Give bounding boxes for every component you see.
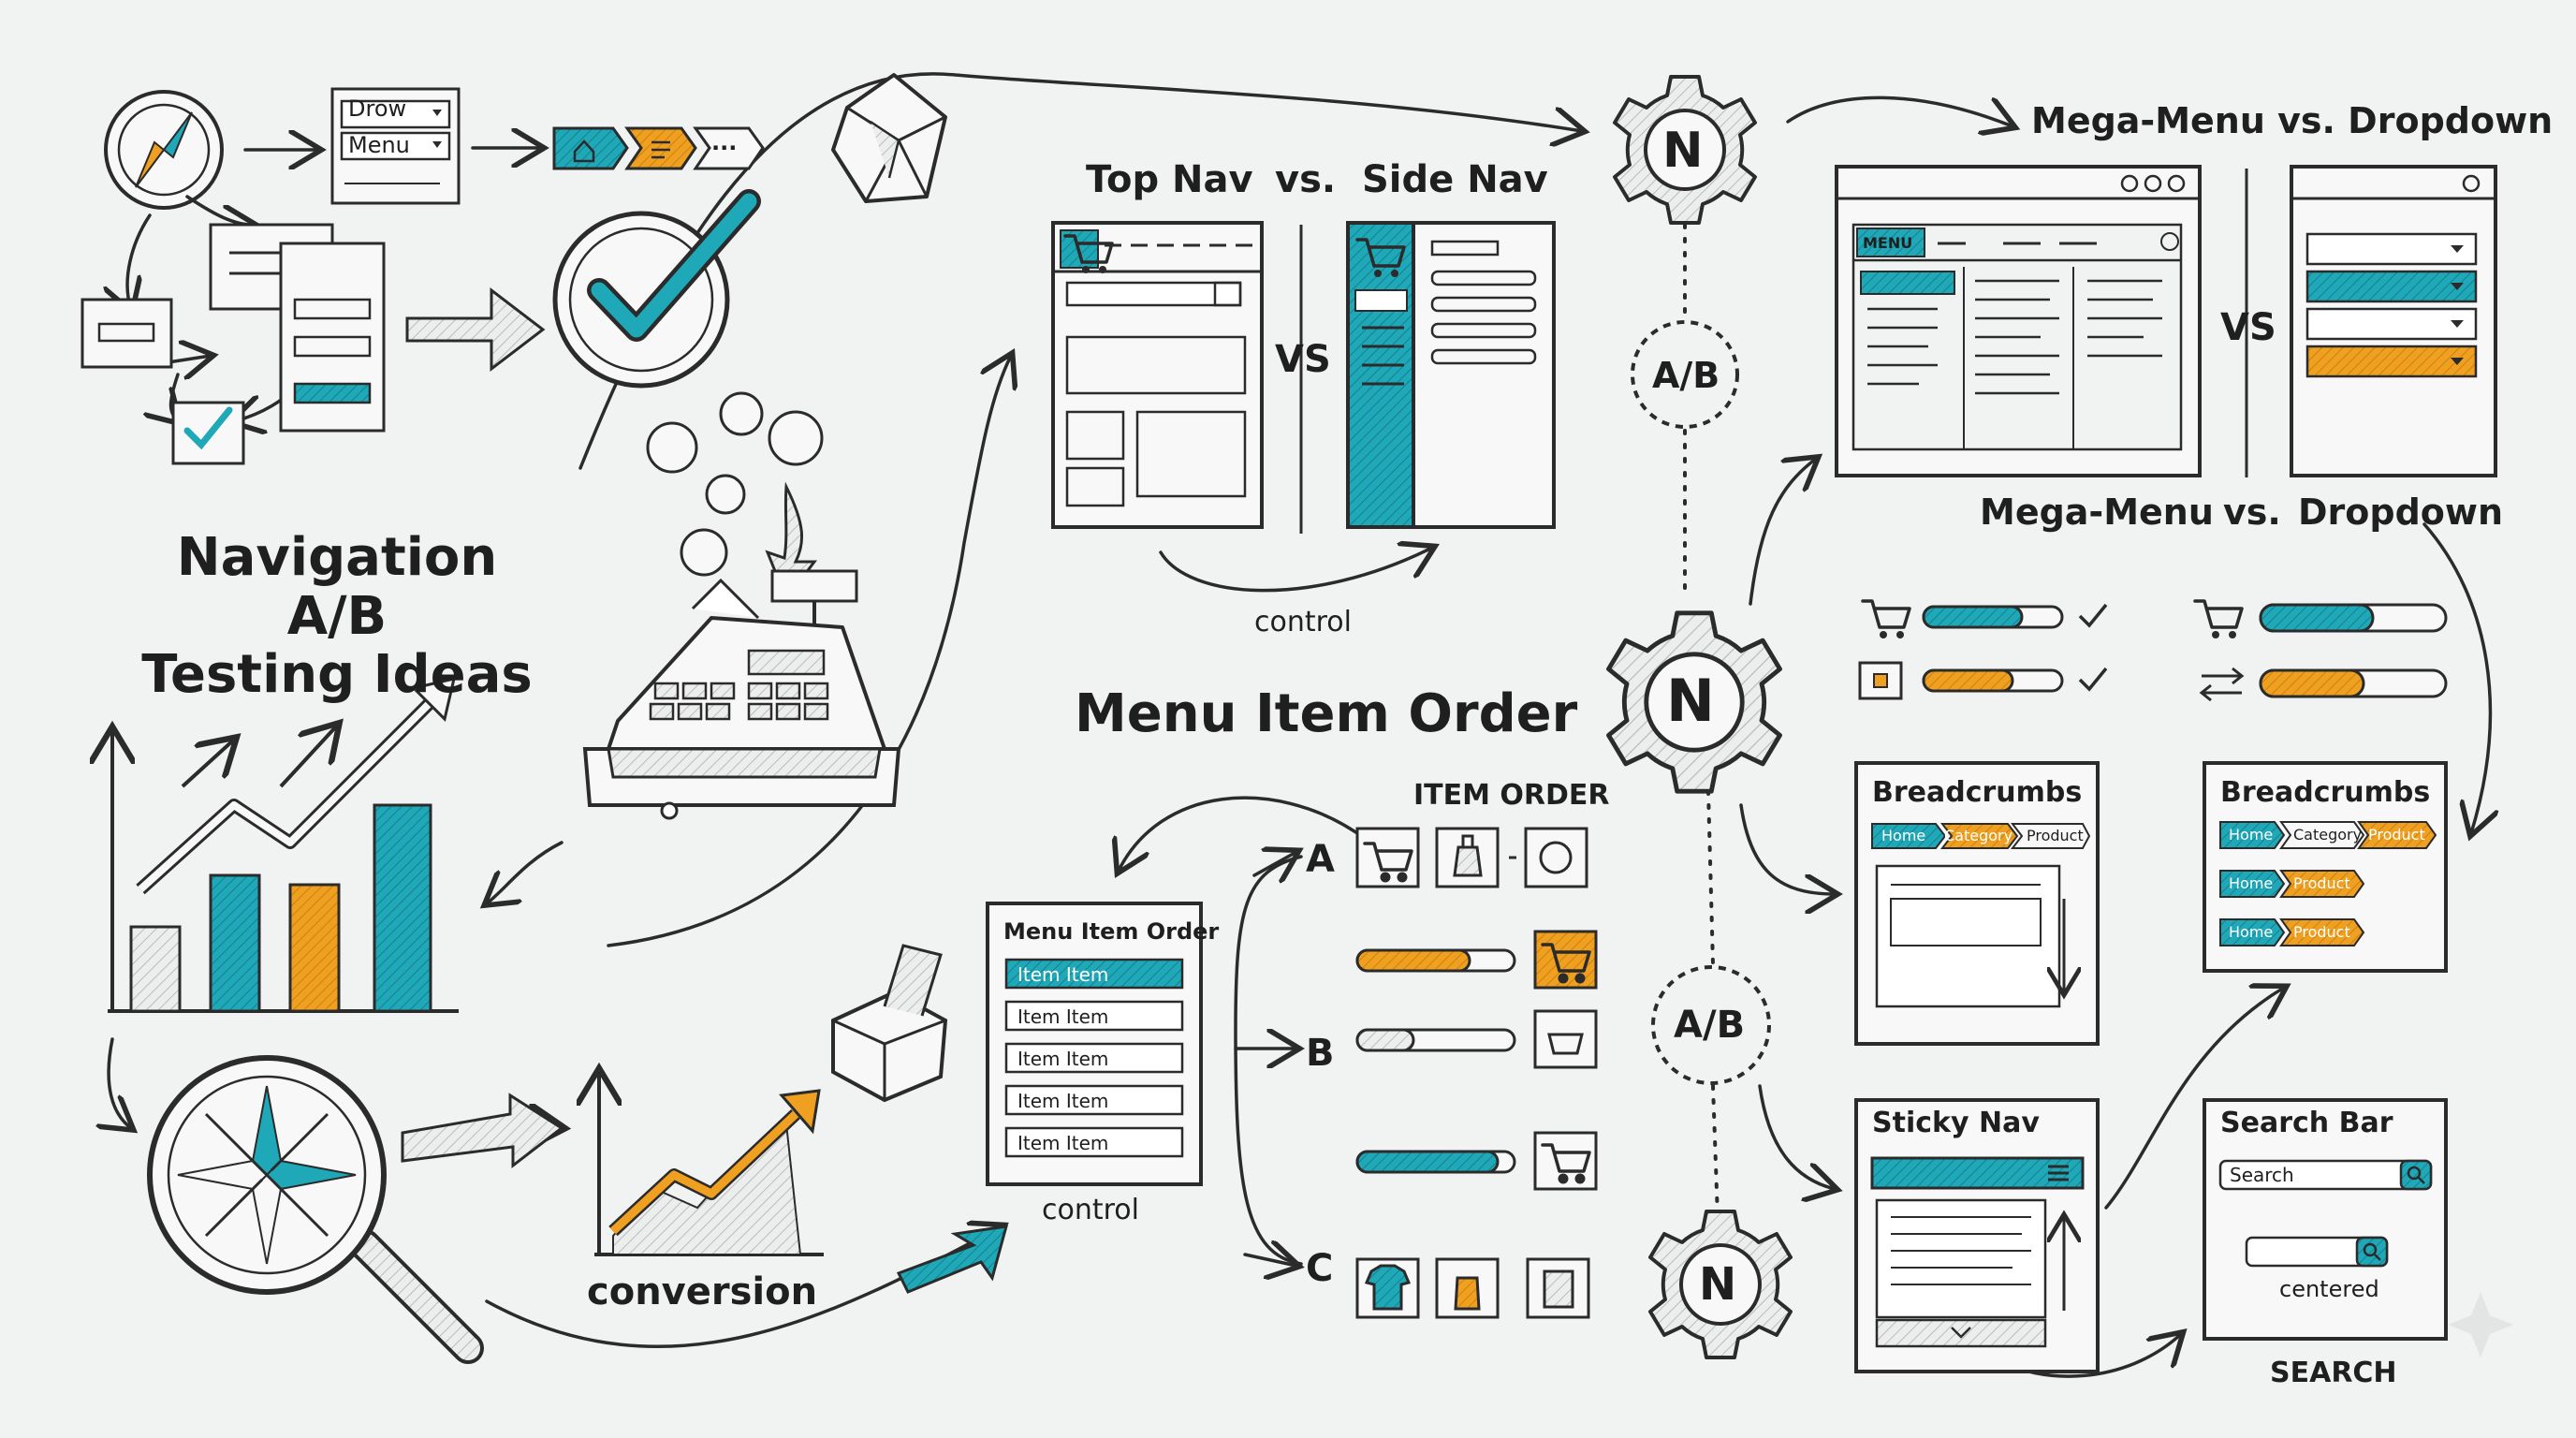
breadcrumbs-left-wireframe (1854, 761, 2100, 1046)
ab-label-1: A/B (1652, 355, 1720, 396)
item-order-variants (1355, 827, 1598, 1319)
search-bar-title: Search Bar (2220, 1107, 2393, 1139)
menu-item-4: Item Item (1017, 1090, 1109, 1112)
bc-right-row3-home: Home (2229, 923, 2274, 941)
compass-icon (104, 90, 224, 210)
bc-right-product: Product (2368, 826, 2425, 844)
gear-letter-3: N (1699, 1258, 1737, 1311)
gear-letter-1: N (1662, 123, 1704, 179)
sticky-nav-wireframe (1854, 1098, 2100, 1373)
menu-item-order-card (986, 902, 1203, 1186)
ab-label-2: A/B (1674, 1004, 1746, 1047)
dropdown-label-b: Menu (348, 132, 410, 158)
coin-icon (646, 391, 824, 603)
menu-item-1: Item Item (1017, 963, 1109, 986)
bc-left-category: Category (1944, 827, 2013, 844)
mega-dropdown-title: Mega-Menu vs. Dropdown (2031, 100, 2554, 141)
breadcrumbs-right-title: Breadcrumbs (2220, 776, 2431, 809)
big-arrow-right-2 (401, 1093, 564, 1169)
growth-bar-chart (108, 676, 459, 1013)
mega-menu-caption: Mega-Menu (1980, 492, 2214, 533)
variant-c: C (1306, 1247, 1334, 1290)
bc-left-product: Product (2027, 827, 2084, 844)
variant-a: A (1306, 838, 1335, 881)
gift-icon (1858, 661, 1903, 700)
breadcrumbs-left-title: Breadcrumbs (1872, 776, 2083, 809)
mega-menu-wireframe (1835, 165, 2202, 477)
breadcrumb-sketch (552, 126, 765, 170)
dropdown-sketch (330, 87, 461, 205)
mega-vs-caption: vs. (2223, 492, 2281, 533)
bc-right-row2-home: Home (2229, 874, 2274, 892)
bc-right-row2-product: Product (2293, 874, 2350, 892)
comparison-bars (1858, 599, 2448, 702)
flow-cards (80, 223, 386, 465)
conversion-label: conversion (587, 1270, 818, 1313)
top-nav-title: Top Nav (1086, 158, 1253, 201)
bc-right-home: Home (2229, 826, 2274, 844)
menu-item-2: Item Item (1017, 1005, 1109, 1028)
top-vs-side-vs-center: VS (1275, 338, 1331, 381)
centered-label: centered (2279, 1276, 2379, 1302)
ab-bubble-2 (1651, 965, 1771, 1085)
mega-dropdown-vs-center: VS (2220, 306, 2276, 349)
breadcrumbs-right-wireframe (2203, 761, 2448, 973)
sparkle-icon (2448, 1292, 2513, 1357)
dropdown-caption: Dropdown (2298, 492, 2504, 533)
menu-item-order-card-title: Menu Item Order (1003, 918, 1220, 945)
cube-icon (831, 73, 947, 203)
tshirt-icon (1364, 1264, 1412, 1311)
box-icon (831, 944, 948, 1103)
bc-left-home: Home (1881, 827, 1926, 844)
search-footer-label: SEARCH (2270, 1357, 2397, 1389)
bc-right-row3-product: Product (2293, 923, 2350, 941)
swap-arrows-icon (2199, 667, 2245, 702)
conversion-chart (594, 1072, 824, 1256)
gear-letter-2: N (1666, 667, 1715, 735)
control-label-nav: control (1254, 606, 1352, 638)
menu-item-5: Item Item (1017, 1132, 1109, 1154)
teal-arrow (896, 1225, 1009, 1294)
mega-menu-tag: MENU (1863, 234, 1913, 252)
side-nav-wireframe (1346, 221, 1556, 529)
sticky-nav-title: Sticky Nav (1872, 1107, 2040, 1139)
menu-item-order-heading: Menu Item Order (1075, 683, 1578, 744)
search-placeholder: Search (2230, 1164, 2294, 1186)
dropdown-label-a: Drow (348, 95, 407, 122)
checkmark-icon (552, 189, 761, 389)
dropdown-wireframe (2290, 165, 2497, 477)
search-bar-wireframe (2203, 1098, 2448, 1341)
ab-bubble-1 (1631, 320, 1739, 429)
cash-register-icon (582, 569, 901, 820)
top-nav-wireframe (1051, 221, 1264, 529)
variant-b: B (1306, 1032, 1335, 1075)
breadcrumb-more: ... (711, 129, 738, 155)
bc-right-category: Category (2293, 826, 2363, 844)
magnifier-compass-icon (147, 1055, 484, 1364)
top-vs-side-vs: vs. (1275, 158, 1337, 201)
main-title: Navigation A/B Testing Ideas (141, 527, 533, 706)
big-arrow-right (405, 286, 546, 373)
control-label-menu: control (1042, 1194, 1139, 1226)
dotted-connectors (1683, 223, 1720, 1219)
basket-icon (1547, 1033, 1584, 1055)
item-order-label: ITEM ORDER (1413, 779, 1610, 812)
menu-item-3: Item Item (1017, 1048, 1109, 1070)
side-nav-title: Side Nav (1362, 158, 1548, 201)
bottle-icon (1453, 845, 1483, 877)
